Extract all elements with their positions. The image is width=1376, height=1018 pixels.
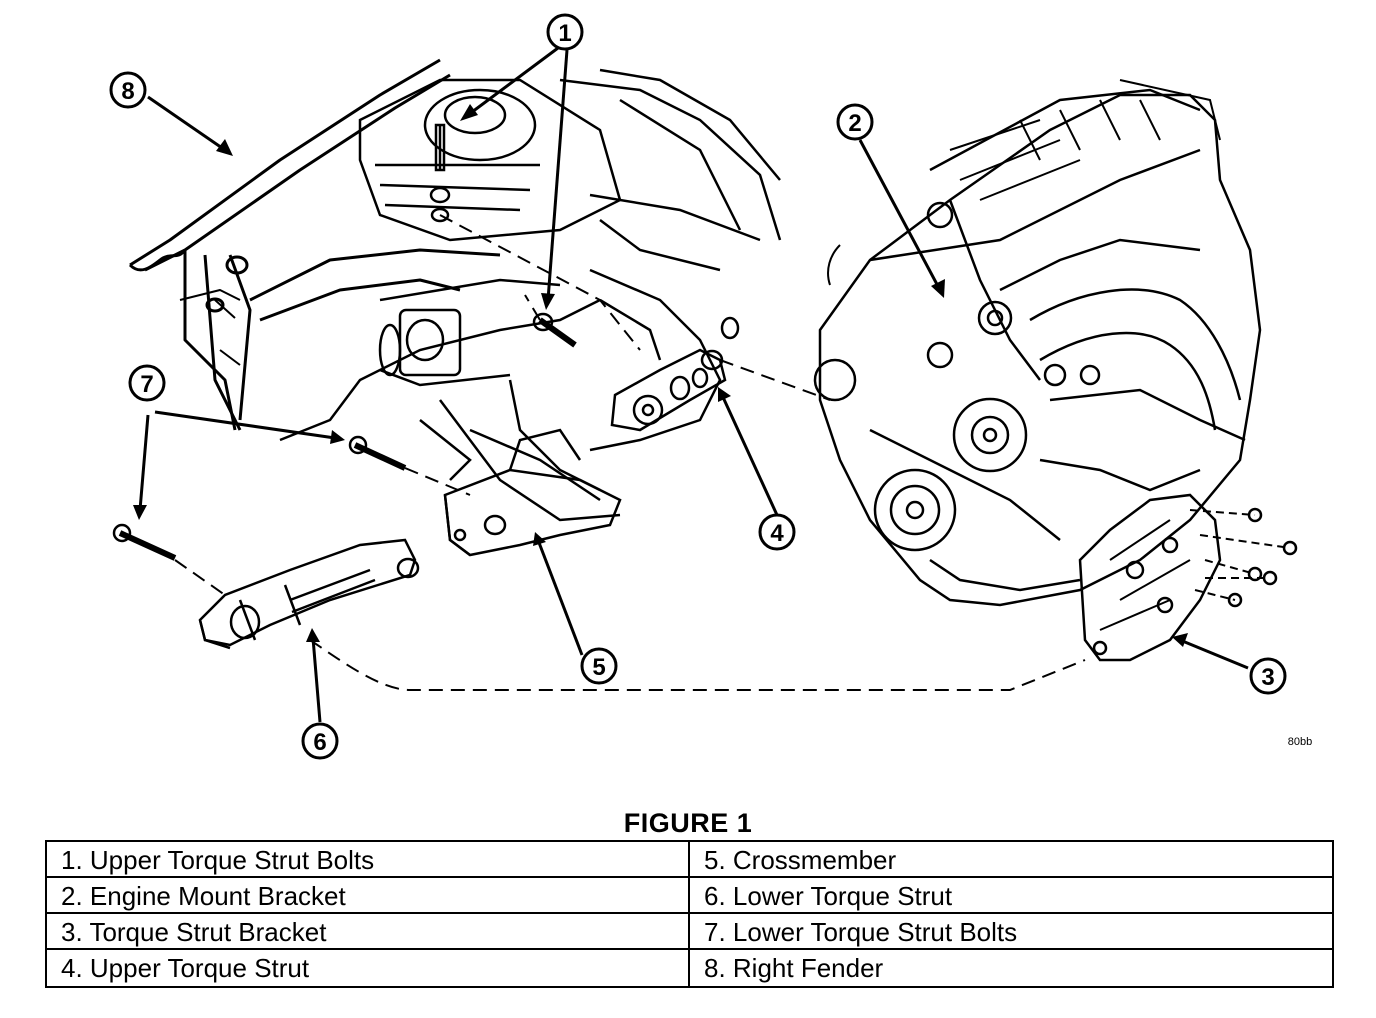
arrow-callout-6 [311,637,322,723]
legend-item-6: 6. Lower Torque Strut [690,878,1332,914]
legend-table: 1. Upper Torque Strut Bolts 5. Crossmemb… [45,840,1334,988]
callout-1-label: 1 [558,20,571,47]
callout-4: 4 [758,513,796,551]
torque-strut-bracket-drawing [1078,493,1298,662]
callout-8-label: 8 [121,78,134,105]
arrow-callout-4 [720,394,779,516]
legend-item-8: 8. Right Fender [704,953,884,983]
arrow-callout-8 [147,95,226,152]
callout-7: 7 [128,364,166,402]
lower-torque-strut-bolts-drawing [112,435,407,561]
alignment-lines [174,214,1086,691]
callout-4-label: 4 [770,520,784,547]
callout-5-label: 5 [592,654,605,681]
arrow-callout-3 [1179,638,1249,670]
callout-8: 8 [109,71,147,109]
callout-5: 5 [580,647,618,685]
legend-item-4: 4. Upper Torque Strut [47,950,690,986]
image-code: 80bb [1288,736,1312,748]
callout-3: 3 [1249,657,1287,695]
legend-item-5: 5. Crossmember [690,842,1332,878]
callout-6: 6 [301,722,339,760]
arrow-callout-7a [138,414,150,511]
engine-mount-diagram: 1 2 3 4 5 6 7 8 80bb [109,13,1312,760]
callout-7-label: 7 [140,371,153,398]
arrow-callout-1b [546,49,569,301]
legend-item-1: 1. Upper Torque Strut Bolts [47,842,690,878]
callout-2-label: 2 [848,110,861,137]
strut-tower-drawing [279,68,782,522]
callout-1: 1 [546,13,584,51]
arrow-heads [133,104,1188,647]
engine-drawing [813,79,1262,607]
callouts: 1 2 3 4 5 6 7 8 [109,13,1287,760]
leader-arrows [138,46,1249,723]
arrow-callout-5 [536,539,584,656]
arrow-callout-7b [154,410,336,440]
lower-torque-strut-drawing [198,538,420,650]
upper-torque-strut-bolts-drawing [429,123,577,348]
callout-2: 2 [836,103,874,141]
legend-item-3: 3. Torque Strut Bracket [47,914,690,950]
crossmember-drawing [443,428,622,557]
figure-title: FIGURE 1 [623,808,753,838]
arrow-callout-2 [858,139,942,291]
right-fender-drawing [128,58,501,431]
legend-item-2: 2. Engine Mount Bracket [47,878,690,914]
callout-6-label: 6 [313,729,326,756]
callout-3-label: 3 [1261,664,1274,691]
arrow-callout-1a [467,46,559,117]
legend-item-7: 7. Lower Torque Strut Bolts [690,914,1332,950]
upper-torque-strut-drawing [610,316,740,432]
